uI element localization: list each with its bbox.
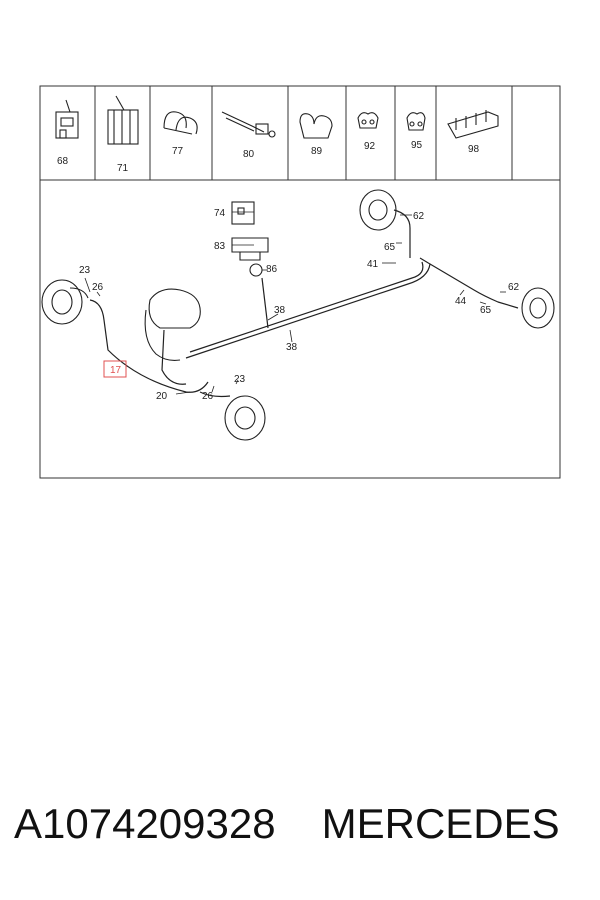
callout-23-bottom: 23 <box>234 374 246 385</box>
clip-icon-95 <box>406 112 426 131</box>
clip-icon-89 <box>299 113 333 139</box>
product-caption: A1074209328 MERCEDES <box>14 800 594 860</box>
callout-44: 44 <box>455 296 467 307</box>
part-label-98: 98 <box>468 144 480 155</box>
part-label-89: 89 <box>311 146 323 157</box>
callout-62-right: 62 <box>508 282 520 293</box>
brake-disc-rear-right <box>359 189 397 231</box>
callout-20: 20 <box>156 391 168 402</box>
callout-74: 74 <box>214 208 226 219</box>
callout-17-highlighted: 17 <box>110 365 122 376</box>
brake-pipes <box>89 209 519 398</box>
callout-38-upper: 38 <box>274 305 286 316</box>
part-label-95: 95 <box>411 140 423 151</box>
brake-disc-bottom <box>224 395 266 441</box>
clip-icon-68 <box>55 99 79 139</box>
grommet-86 <box>249 263 263 277</box>
callout-86: 86 <box>266 264 278 275</box>
diagram-frame <box>39 85 561 479</box>
callout-65-top: 65 <box>384 242 396 253</box>
clip-icon-92 <box>357 112 379 129</box>
header-cell-dividers <box>94 86 513 180</box>
brake-disc-right <box>521 287 555 329</box>
clip-icon-98 <box>447 110 499 139</box>
part-label-68: 68 <box>57 156 69 167</box>
part-label-77: 77 <box>172 146 184 157</box>
callout-65-right: 65 <box>480 305 492 316</box>
junction-block-74 <box>231 201 255 225</box>
clip-icon-71 <box>107 95 139 145</box>
callout-26-bottom: 26 <box>202 391 214 402</box>
bracket-83 <box>231 237 269 261</box>
part-number: A1074209328 <box>14 800 276 847</box>
clamp-icon-77 <box>163 111 198 135</box>
bracket-icon-80 <box>221 111 276 138</box>
callout-62-top: 62 <box>413 211 425 222</box>
part-label-92: 92 <box>364 141 376 152</box>
leader-lines <box>84 211 506 395</box>
part-label-80: 80 <box>243 149 255 160</box>
callout-41: 41 <box>367 259 379 270</box>
callout-23-left: 23 <box>79 265 91 276</box>
brand-name: MERCEDES <box>321 800 560 847</box>
brake-booster <box>144 288 201 361</box>
callout-38-lower: 38 <box>286 342 298 353</box>
callout-83: 83 <box>214 241 226 252</box>
part-label-71: 71 <box>117 163 129 174</box>
brake-disc-front-left <box>41 279 89 325</box>
callout-26-left: 26 <box>92 282 104 293</box>
highlight-box-17 <box>103 360 127 378</box>
